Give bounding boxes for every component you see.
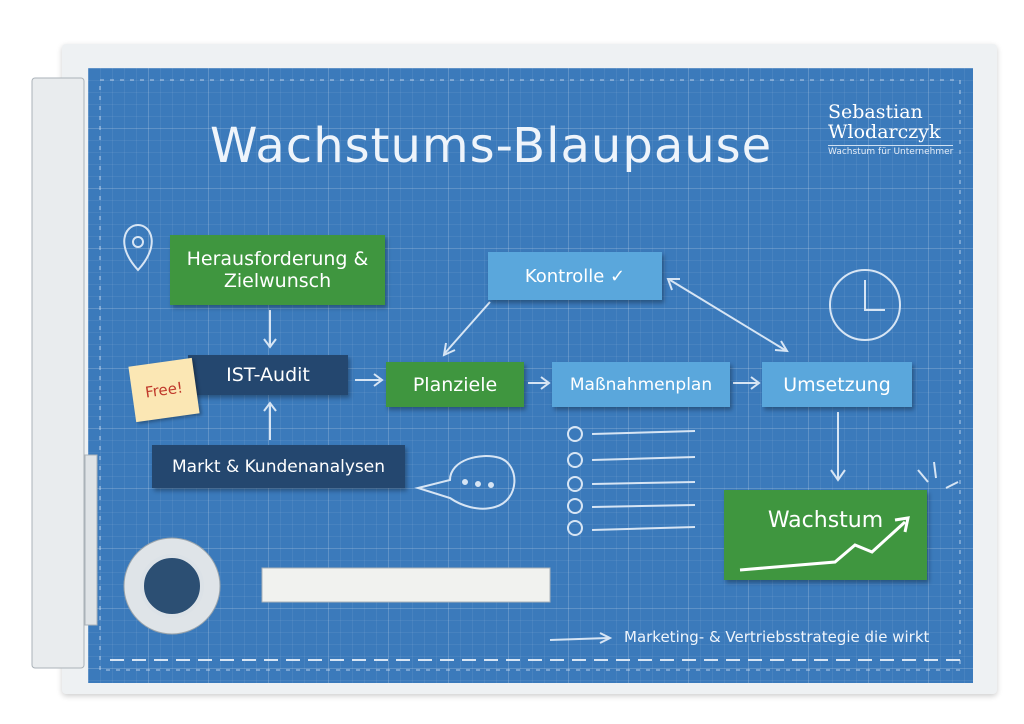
free-sticky-note: Free!	[128, 357, 200, 423]
page-title: Wachstums-Blaupause	[210, 118, 773, 174]
footer-tagline: Marketing- & Vertriebsstrategie die wirk…	[624, 628, 930, 646]
implementation-box: Umsetzung	[762, 362, 912, 407]
brand-name-last: Wlodarczyk	[828, 121, 941, 143]
challenge-box: Herausforderung & Zielwunsch	[170, 235, 385, 305]
growth-label: Wachstum	[767, 508, 884, 533]
growth-box: Wachstum	[724, 490, 927, 580]
control-box: Kontrolle ✓	[488, 252, 662, 300]
market-analysis-box: Markt & Kundenanalysen	[152, 445, 405, 488]
brand-tagline: Wachstum für Unternehmer	[828, 145, 954, 157]
goals-box: Planziele	[386, 362, 524, 407]
measures-box: Maßnahmenplan	[552, 362, 730, 407]
brand-name-first: Sebastian	[828, 101, 923, 123]
protractor-dial-icon	[123, 537, 221, 635]
audit-box: IST-Audit	[188, 355, 348, 395]
drafting-ruler	[31, 77, 551, 669]
